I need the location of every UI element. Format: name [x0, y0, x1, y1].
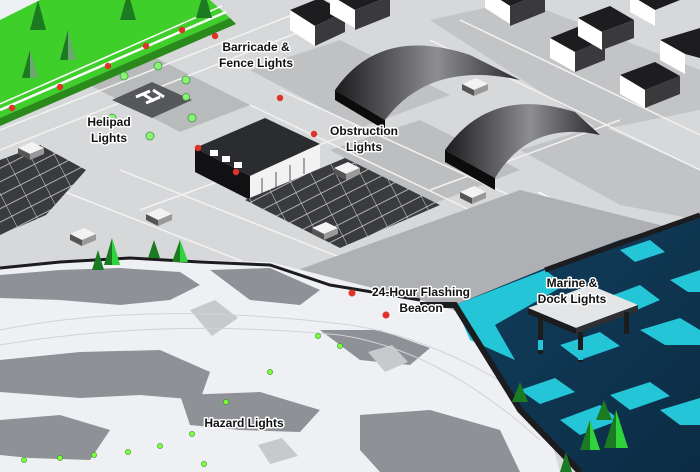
svg-text:Beacon: Beacon [399, 301, 442, 315]
helipad-lights [107, 61, 197, 141]
svg-text:Obstruction: Obstruction [330, 124, 398, 138]
svg-text:Fence Lights: Fence Lights [219, 56, 293, 70]
svg-text:Dock Lights: Dock Lights [538, 292, 607, 306]
fence-line [0, 10, 227, 112]
label-marine-dock-lights: Marine & Dock Lights [536, 275, 608, 308]
trees [92, 238, 628, 472]
hangar-upper [335, 45, 520, 130]
snow-patch-top [0, 0, 40, 20]
houses [290, 0, 700, 108]
svg-text:Marine &: Marine & [547, 276, 598, 290]
label-obstruction-lights: Obstruction Lights [329, 123, 400, 156]
dock-plaza [270, 190, 700, 320]
svg-text:24-Hour Flashing: 24-Hour Flashing [372, 285, 470, 299]
label-barricade-fence-lights: Barricade & Fence Lights [217, 39, 294, 72]
beacon-lights [348, 289, 390, 319]
label-flashing-beacon: 24-Hour Flashing Beacon [370, 284, 471, 317]
svg-text:Hazard Lights: Hazard Lights [204, 416, 284, 430]
svg-text:Helipad: Helipad [87, 115, 130, 129]
svg-text:Lights: Lights [346, 140, 382, 154]
label-hazard-lights: Hazard Lights [203, 415, 286, 432]
svg-text:Barricade &: Barricade & [222, 40, 290, 54]
snow-cliff [0, 256, 561, 472]
hazard-lights [21, 333, 343, 467]
parking-lot-left [0, 145, 86, 235]
hangar-lower [445, 104, 600, 190]
barricade-fence-lights [8, 26, 284, 112]
obstruction-lights [194, 130, 318, 176]
label-helipad-lights: Helipad Lights [86, 114, 132, 147]
dock [528, 285, 638, 362]
terminal-building [195, 118, 320, 200]
helipad [112, 82, 192, 118]
parking-lot-center [245, 158, 440, 248]
svg-text:Lights: Lights [91, 131, 127, 145]
